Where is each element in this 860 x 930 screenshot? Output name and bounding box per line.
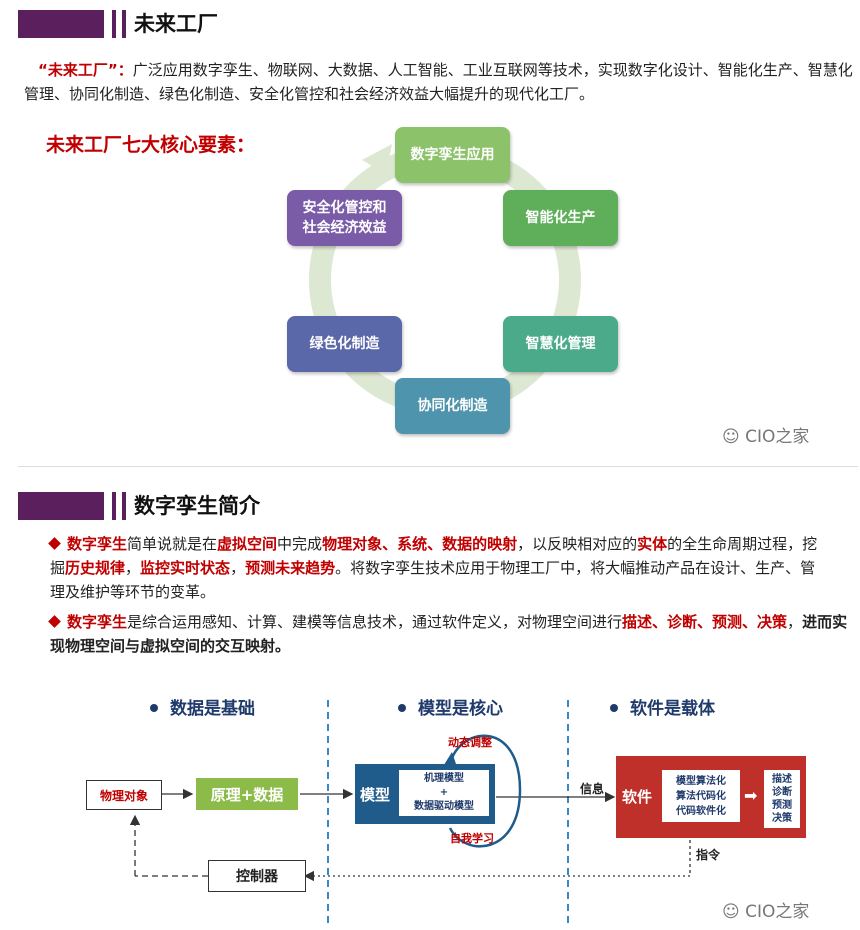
bullet-1: 数字孪生简单说就是在虚拟空间中完成物理对象、系统、数据的映射，以反映相对应的实体… — [48, 535, 818, 601]
section-divider — [18, 466, 858, 467]
section2-header-bar-thin2 — [122, 492, 126, 520]
instruction-label: 指令 — [696, 848, 721, 862]
software-box: 软件 模型算法化 算法代码化 代码软件化 ➡ 描述 诊断 预测 决策 — [616, 756, 806, 838]
bullet-dot-icon — [398, 704, 406, 712]
info-label: 信息 — [580, 782, 605, 796]
cycle-item-smart-management: 智慧化管理 — [503, 316, 618, 372]
diagram-lines — [129, 700, 691, 925]
watermark-text-2: CIO之家 — [745, 902, 810, 922]
model-label: 模型 — [360, 786, 391, 804]
diamond-icon — [48, 615, 61, 628]
cycle-item-green: 绿色化制造 — [287, 316, 402, 372]
definition-text: 广泛应用数字孪生、物联网、大数据、人工智能、工业互联网等技术，实现数字化设计、智… — [24, 61, 853, 103]
col2-label: 模型是核心 — [398, 694, 503, 719]
model-inner-box: 机理模型 + 数据驱动模型 — [399, 770, 489, 816]
outputs-box: 描述 诊断 预测 决策 — [764, 770, 800, 828]
software-label: 软件 — [622, 788, 653, 806]
section1-header-bar-thin — [112, 10, 116, 38]
diamond-icon — [48, 537, 61, 550]
cycle-item-safety: 安全化管控和社会经济效益 — [287, 190, 402, 246]
section1-definition: “未来工厂”：广泛应用数字孪生、物联网、大数据、人工智能、工业互联网等技术，实现… — [24, 58, 854, 106]
self-learning-label: 自我学习 — [450, 832, 494, 845]
section1-title: 未来工厂 — [134, 12, 218, 36]
col3-label: 软件是载体 — [610, 694, 715, 719]
bullet-dot-icon — [610, 704, 618, 712]
physical-object-box: 物理对象 — [86, 780, 162, 810]
cycle-item-digital-twin: 数字孪生应用 — [395, 127, 510, 183]
model-box: 模型 机理模型 + 数据驱动模型 — [355, 764, 495, 824]
wechat-icon: ☺ — [722, 902, 740, 922]
arrow-right-icon: ➡ — [744, 786, 758, 805]
section1-header-bar-thin2 — [122, 10, 126, 38]
elements-title: 未来工厂七大核心要素： — [46, 134, 256, 156]
section1-header-bar — [18, 10, 104, 38]
cycle-item-smart-production: 智能化生产 — [503, 190, 618, 246]
watermark-1: ☺ CIO之家 — [722, 422, 809, 447]
definition-term: “未来工厂”： — [38, 61, 133, 79]
section2-header-bar-thin — [112, 492, 116, 520]
wechat-icon: ☺ — [722, 427, 740, 447]
software-inner-box: 模型算法化 算法代码化 代码软件化 — [662, 770, 740, 822]
section2-header-bar — [18, 492, 104, 520]
bullet-dot-icon — [150, 704, 158, 712]
section2-title: 数字孪生简介 — [134, 494, 260, 518]
dynamic-adjust-label: 动态调整 — [448, 736, 492, 749]
watermark-text-1: CIO之家 — [745, 427, 810, 447]
controller-box: 控制器 — [208, 860, 306, 892]
watermark-2: ☺ CIO之家 — [722, 897, 809, 922]
cycle-item-collaborative: 协同化制造 — [395, 378, 510, 434]
col1-label: 数据是基础 — [150, 694, 255, 719]
bullet-2: 数字孪生是综合运用感知、计算、建模等信息技术，通过软件定义，对物理空间进行描述、… — [48, 613, 848, 655]
principle-data-box: 原理+数据 — [196, 778, 298, 810]
